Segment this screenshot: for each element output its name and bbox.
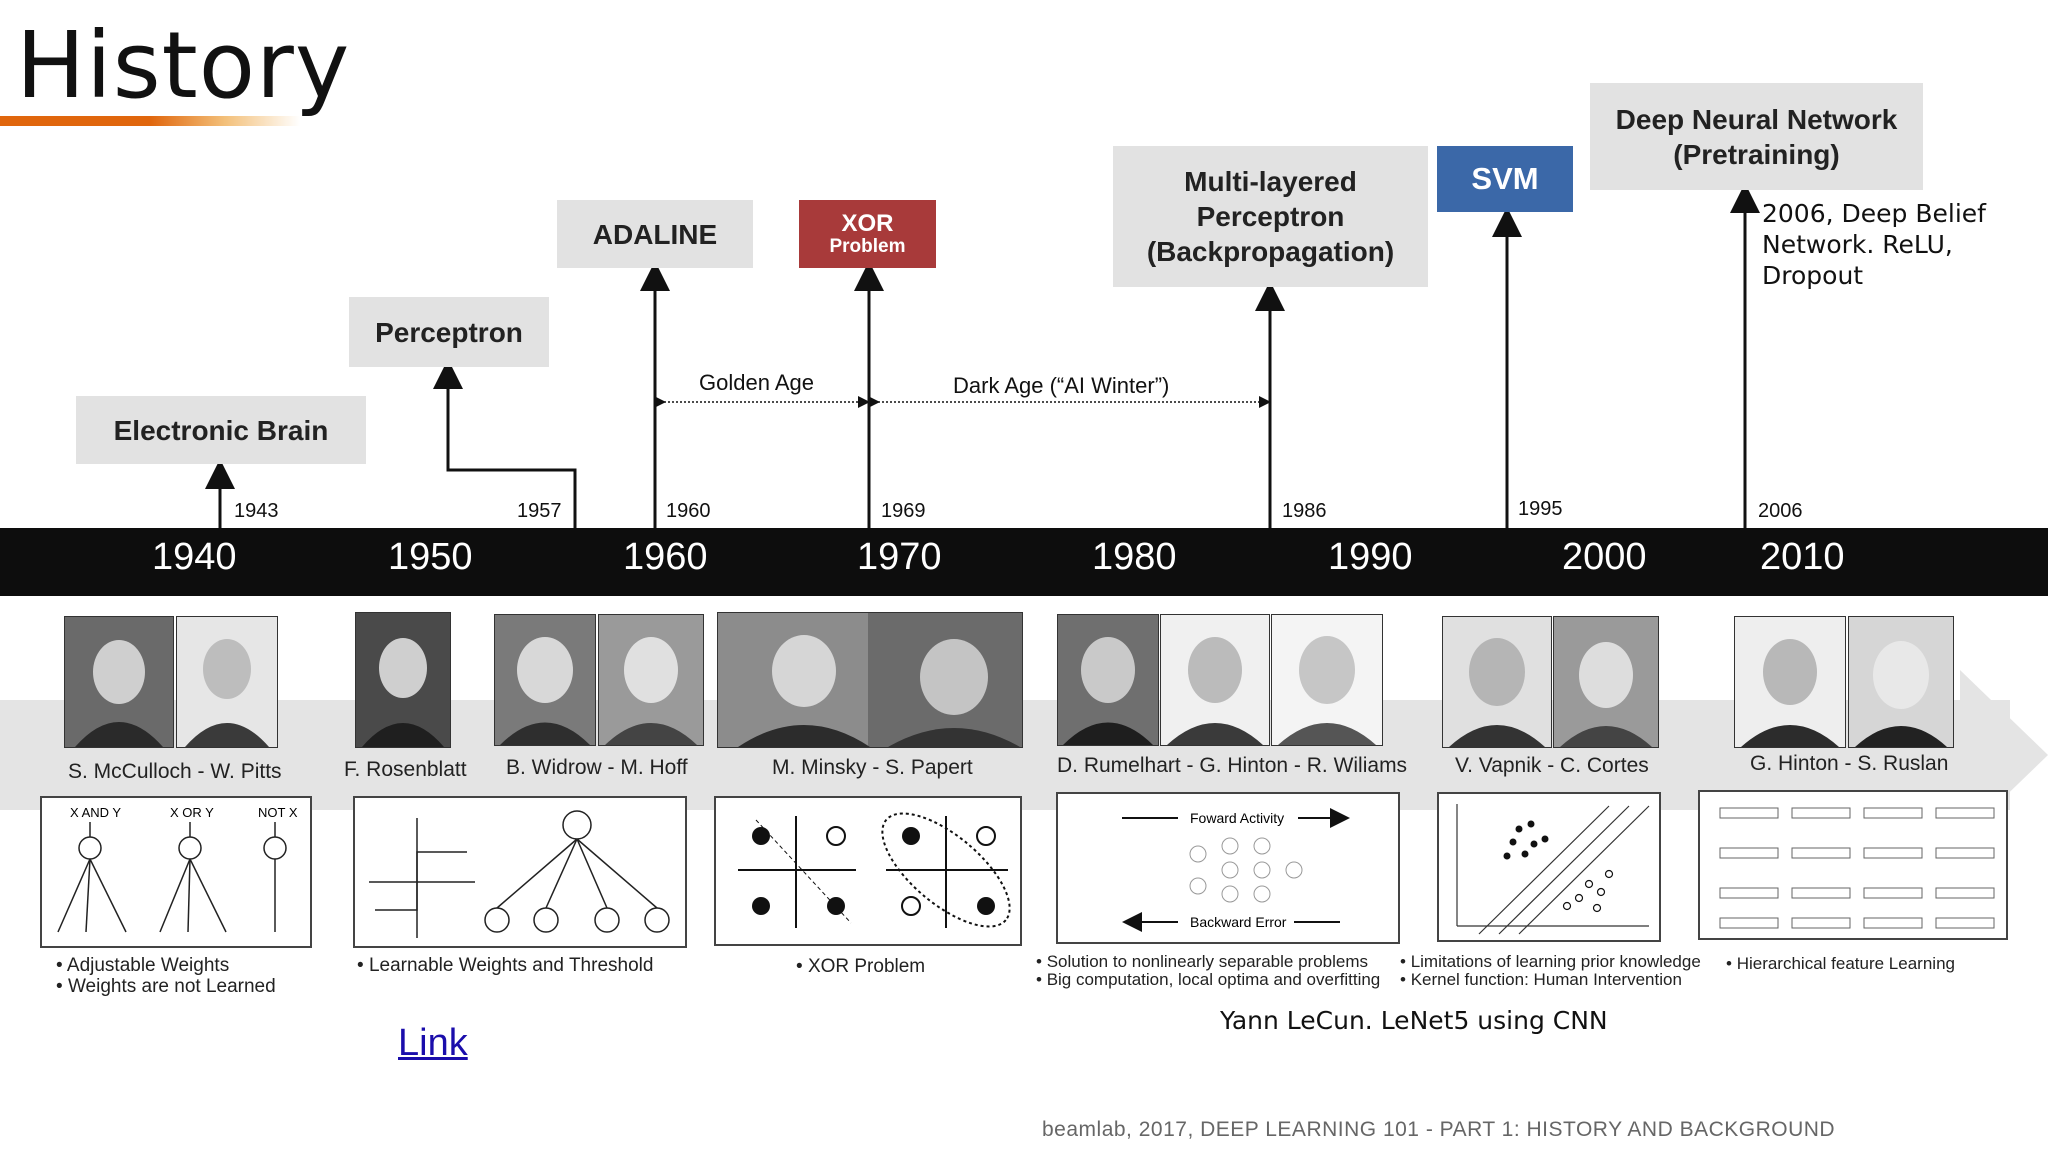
dark-age-label: Dark Age (“AI Winter”) xyxy=(953,373,1170,398)
slide-footer: beamlab, 2017, DEEP LEARNING 101 - PART … xyxy=(1042,1118,1836,1141)
bullet-list: • Learnable Weights and Threshold xyxy=(357,955,653,976)
portrait-photo xyxy=(1848,616,1954,748)
decade-label: 2010 xyxy=(1760,536,1845,578)
bullet-list: • Adjustable Weights • Weights are not L… xyxy=(56,955,276,997)
bullet-item: • Big computation, local optima and over… xyxy=(1036,970,1381,989)
diagram-logic-gates: X AND Y X OR Y NOT X xyxy=(40,796,312,948)
people-name: B. Widrow - M. Hoff xyxy=(506,756,688,779)
reference-link[interactable]: Link xyxy=(398,1022,468,1064)
people-name: M. Minsky - S. Papert xyxy=(772,756,973,779)
logic-gates-graphic: X AND Y X OR Y NOT X xyxy=(57,805,298,933)
decade-label: 1990 xyxy=(1328,536,1413,578)
bullet-item: • Learnable Weights and Threshold xyxy=(357,955,654,976)
people-name: G. Hinton - S. Ruslan xyxy=(1750,752,1949,775)
bullet-item: • Limitations of learning prior knowledg… xyxy=(1400,952,1701,971)
milestone-label: Perceptron xyxy=(375,316,523,348)
svm-graphic xyxy=(1456,804,1650,935)
decade-label: 1950 xyxy=(388,536,473,578)
perceptron-graphic xyxy=(369,810,670,938)
bullet-item: • Adjustable Weights xyxy=(56,955,230,976)
golden-age-label: Golden Age xyxy=(699,370,814,395)
bullet-item: • Kernel function: Human Intervention xyxy=(1400,970,1682,989)
milestone-sublabel: Problem xyxy=(829,235,906,257)
portrait-photo xyxy=(1160,614,1270,746)
portrait-photo xyxy=(64,616,174,748)
backprop-graphic: Foward Activity Backward Error xyxy=(1122,808,1350,932)
milestone-line: Multi-layered xyxy=(1184,166,1357,197)
people-name: S. McCulloch - W. Pitts xyxy=(68,760,282,783)
portrait-photo xyxy=(1271,614,1383,746)
timeline-bar xyxy=(0,528,2048,596)
gate-label: X OR Y xyxy=(170,805,214,820)
title-underline xyxy=(0,116,300,126)
portrait-rosenblatt xyxy=(355,612,451,748)
diagram-deep-belief-network xyxy=(1698,790,2008,940)
portrait-photo xyxy=(1734,616,1846,748)
lecun-note: Yann LeCun. LeNet5 using CNN xyxy=(1220,1006,1608,1035)
year-1995: 1995 xyxy=(1518,498,1563,520)
people-name: D. Rumelhart - G. Hinton - R. Wiliams xyxy=(1057,754,1408,777)
milestone-label: SVM xyxy=(1471,160,1539,196)
forward-label: Foward Activity xyxy=(1190,810,1284,826)
milestone-line: Deep Neural Network xyxy=(1615,103,1898,135)
note-line: Dropout xyxy=(1762,261,1864,290)
people-name: F. Rosenblatt xyxy=(344,758,467,781)
decade-label: 1970 xyxy=(857,536,942,578)
milestone-line: (Pretraining) xyxy=(1673,138,1840,170)
portrait-photo xyxy=(494,614,596,746)
milestone-mlp: Multi-layered Perceptron (Backpropagatio… xyxy=(1113,146,1428,287)
note-line: Network. ReLU, xyxy=(1762,230,1953,259)
diagram-perceptron xyxy=(353,796,687,948)
diagram-backprop: Foward Activity Backward Error xyxy=(1056,792,1400,944)
xor-graphic xyxy=(738,812,1011,928)
portrait-photo xyxy=(176,616,278,748)
year-1960: 1960 xyxy=(666,500,711,522)
bullet-list: • Limitations of learning prior knowledg… xyxy=(1400,953,1701,989)
milestone-perceptron: Perceptron xyxy=(349,297,549,367)
portrait-photo xyxy=(598,614,704,746)
year-1969: 1969 xyxy=(881,500,926,522)
year-1957: 1957 xyxy=(517,500,562,522)
bullet-list: • XOR Problem xyxy=(796,956,925,977)
milestone-line: Perceptron xyxy=(1196,201,1345,232)
milestone-label: XOR xyxy=(841,210,894,238)
bullet-item: • XOR Problem xyxy=(796,956,926,977)
bullet-item: • Solution to nonlinearly separable prob… xyxy=(1036,952,1368,971)
milestone-svm: SVM xyxy=(1437,146,1573,212)
decade-label: 1940 xyxy=(152,536,237,578)
gate-label: X AND Y xyxy=(70,805,121,820)
diagram-xor xyxy=(714,796,1022,946)
milestone-dnn: Deep Neural Network (Pretraining) xyxy=(1590,83,1923,190)
gate-label: NOT X xyxy=(258,805,298,820)
decade-label: 1960 xyxy=(623,536,708,578)
decade-label: 1980 xyxy=(1092,536,1177,578)
bullet-item: • Hierarchical feature Learning xyxy=(1726,954,1955,973)
dbn-note: 2006, Deep Belief Network. ReLU, Dropout xyxy=(1762,198,1986,291)
milestone-label: ADALINE xyxy=(592,218,718,250)
decade-label: 2000 xyxy=(1562,536,1647,578)
page-title: History xyxy=(16,12,351,119)
year-2006: 2006 xyxy=(1758,500,1803,522)
backward-label: Backward Error xyxy=(1190,914,1287,930)
bullet-list: • Solution to nonlinearly separable prob… xyxy=(1036,953,1380,989)
portrait-photo xyxy=(1553,616,1659,748)
diagram-svm xyxy=(1437,792,1661,942)
milestone-line: (Backpropagation) xyxy=(1146,236,1395,267)
milestone-electronic-brain: Electronic Brain xyxy=(76,396,366,464)
milestone-label: Electronic Brain xyxy=(113,414,329,446)
milestone-adaline: ADALINE xyxy=(557,200,753,268)
bullet-list: • Hierarchical feature Learning xyxy=(1726,953,1955,974)
portrait-photo xyxy=(1442,616,1552,748)
note-line: 2006, Deep Belief xyxy=(1762,199,1986,228)
year-1986: 1986 xyxy=(1282,500,1327,522)
bullet-item: • Weights are not Learned xyxy=(56,976,276,997)
people-name: V. Vapnik - C. Cortes xyxy=(1455,754,1649,777)
portrait-photo xyxy=(1057,614,1159,746)
dbn-graphic xyxy=(1719,807,1995,929)
portrait-minsky-papert xyxy=(717,612,1023,748)
year-1943: 1943 xyxy=(234,500,279,522)
milestone-xor: XOR Problem xyxy=(799,200,936,268)
